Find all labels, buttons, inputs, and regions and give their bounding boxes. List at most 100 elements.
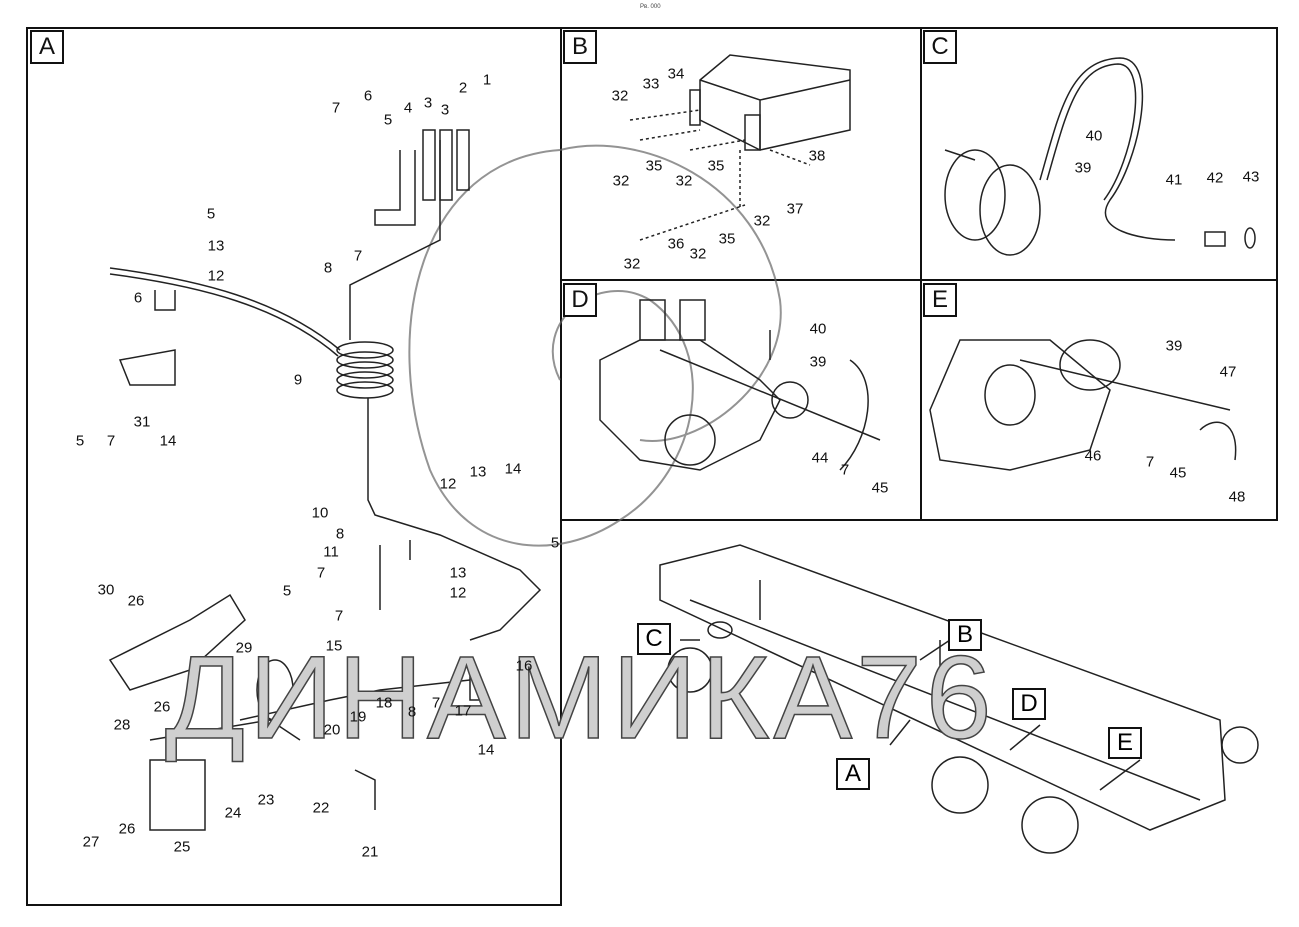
callout-d-3: 7 [840, 461, 850, 479]
callout-a-12: 12 [207, 267, 225, 285]
panel-c-label: C [923, 30, 957, 64]
panel-c-drawing [944, 57, 1256, 256]
callout-a-46: 26 [118, 820, 136, 838]
panel-a-label: A [30, 30, 64, 64]
callout-a-14: 5 [75, 432, 85, 450]
callout-a-31: 12 [449, 584, 467, 602]
callout-a-37: 26 [153, 698, 171, 716]
callout-a-13: 6 [133, 289, 143, 307]
callout-a-5: 3 [440, 101, 450, 119]
callout-d-1: 39 [809, 353, 827, 371]
callout-c-3: 42 [1206, 169, 1224, 187]
callout-b-3: 32 [612, 172, 630, 190]
callout-d-2: 44 [811, 449, 829, 467]
callout-b-5: 32 [675, 172, 693, 190]
callout-a-36: 28 [113, 716, 131, 734]
callout-a-35: 29 [235, 639, 253, 657]
callout-a-3: 4 [403, 99, 413, 117]
callout-a-21: 11 [323, 543, 339, 561]
page-caption: Рв. 000 [640, 4, 661, 10]
callout-a-15: 7 [106, 432, 116, 450]
callout-b-7: 38 [808, 147, 826, 165]
callout-a-33: 30 [97, 581, 115, 599]
callout-a-48: 24 [224, 804, 242, 822]
overview-marker-c: C [637, 623, 671, 655]
callout-a-47: 25 [173, 838, 191, 856]
callout-a-29: 5 [550, 534, 560, 552]
callout-a-0: 7 [331, 99, 341, 117]
panel-e-drawing [929, 339, 1237, 471]
panel-c-frame [920, 27, 1278, 281]
callout-a-7: 1 [482, 71, 492, 89]
callout-a-51: 21 [361, 843, 379, 861]
panel-b-frame [560, 27, 922, 281]
callout-c-1: 39 [1074, 159, 1092, 177]
callout-a-42: 7 [431, 694, 441, 712]
callout-a-11: 13 [207, 237, 225, 255]
callout-a-10: 5 [206, 205, 216, 223]
callout-a-39: 19 [349, 708, 367, 726]
callout-e-3: 7 [1145, 453, 1155, 471]
callout-a-24: 7 [334, 607, 344, 625]
overview-marker-a: A [836, 758, 870, 790]
callout-c-4: 43 [1242, 168, 1260, 186]
panel-a-drawing [108, 129, 542, 831]
callout-a-20: 8 [335, 525, 345, 543]
callout-a-44: 14 [477, 741, 495, 759]
callout-a-9: 7 [353, 247, 363, 265]
callout-a-16: 31 [133, 413, 151, 431]
callout-c-0: 40 [1085, 127, 1103, 145]
callout-a-30: 13 [449, 564, 467, 582]
callout-a-23: 5 [282, 582, 292, 600]
callout-e-4: 45 [1169, 464, 1187, 482]
panel-d-drawing [599, 299, 881, 471]
callout-b-8: 32 [753, 212, 771, 230]
callout-a-38: 20 [323, 721, 341, 739]
callout-a-32: 16 [515, 657, 533, 675]
callout-a-28: 14 [504, 460, 522, 478]
callout-a-40: 18 [375, 694, 393, 712]
callout-b-10: 36 [667, 235, 685, 253]
callout-b-12: 32 [689, 245, 707, 263]
overview-marker-d: D [1012, 688, 1046, 720]
callout-a-27: 13 [469, 463, 487, 481]
callout-a-2: 5 [383, 111, 393, 129]
callout-e-1: 47 [1219, 363, 1237, 381]
watermark: ДИНАМИКА76 [164, 631, 996, 765]
callout-e-2: 46 [1084, 447, 1102, 465]
panel-d-label: D [563, 283, 597, 317]
callout-b-13: 32 [623, 255, 641, 273]
callout-a-45: 27 [82, 833, 100, 851]
callout-d-0: 40 [809, 320, 827, 338]
chassis-overview [659, 544, 1259, 854]
callout-b-4: 35 [645, 157, 663, 175]
callout-a-50: 22 [312, 799, 330, 817]
callout-b-0: 32 [611, 87, 629, 105]
callout-b-2: 34 [667, 65, 685, 83]
callout-a-18: 9 [293, 371, 303, 389]
callout-e-0: 39 [1165, 337, 1183, 355]
panel-e-label: E [923, 283, 957, 317]
callout-a-4: 3 [423, 94, 433, 112]
callout-b-6: 35 [707, 157, 725, 175]
callout-a-34: 26 [127, 592, 145, 610]
callout-e-5: 48 [1228, 488, 1246, 506]
callout-a-43: 17 [454, 702, 472, 720]
callout-a-1: 6 [363, 87, 373, 105]
callout-a-49: 23 [257, 791, 275, 809]
callout-a-19: 10 [311, 504, 329, 522]
callout-a-41: 8 [407, 703, 417, 721]
overview-marker-b: B [948, 619, 982, 651]
panel-b-label: B [563, 30, 597, 64]
panel-e-frame [920, 279, 1278, 521]
callout-a-25: 15 [325, 637, 343, 655]
overview-marker-e: E [1108, 727, 1142, 759]
panel-b-drawing [629, 54, 851, 241]
callout-b-9: 37 [786, 200, 804, 218]
logo-swirl [408, 144, 782, 547]
callout-d-4: 45 [871, 479, 889, 497]
callout-b-11: 35 [718, 230, 736, 248]
callout-a-17: 14 [159, 432, 177, 450]
callout-c-2: 41 [1165, 171, 1183, 189]
